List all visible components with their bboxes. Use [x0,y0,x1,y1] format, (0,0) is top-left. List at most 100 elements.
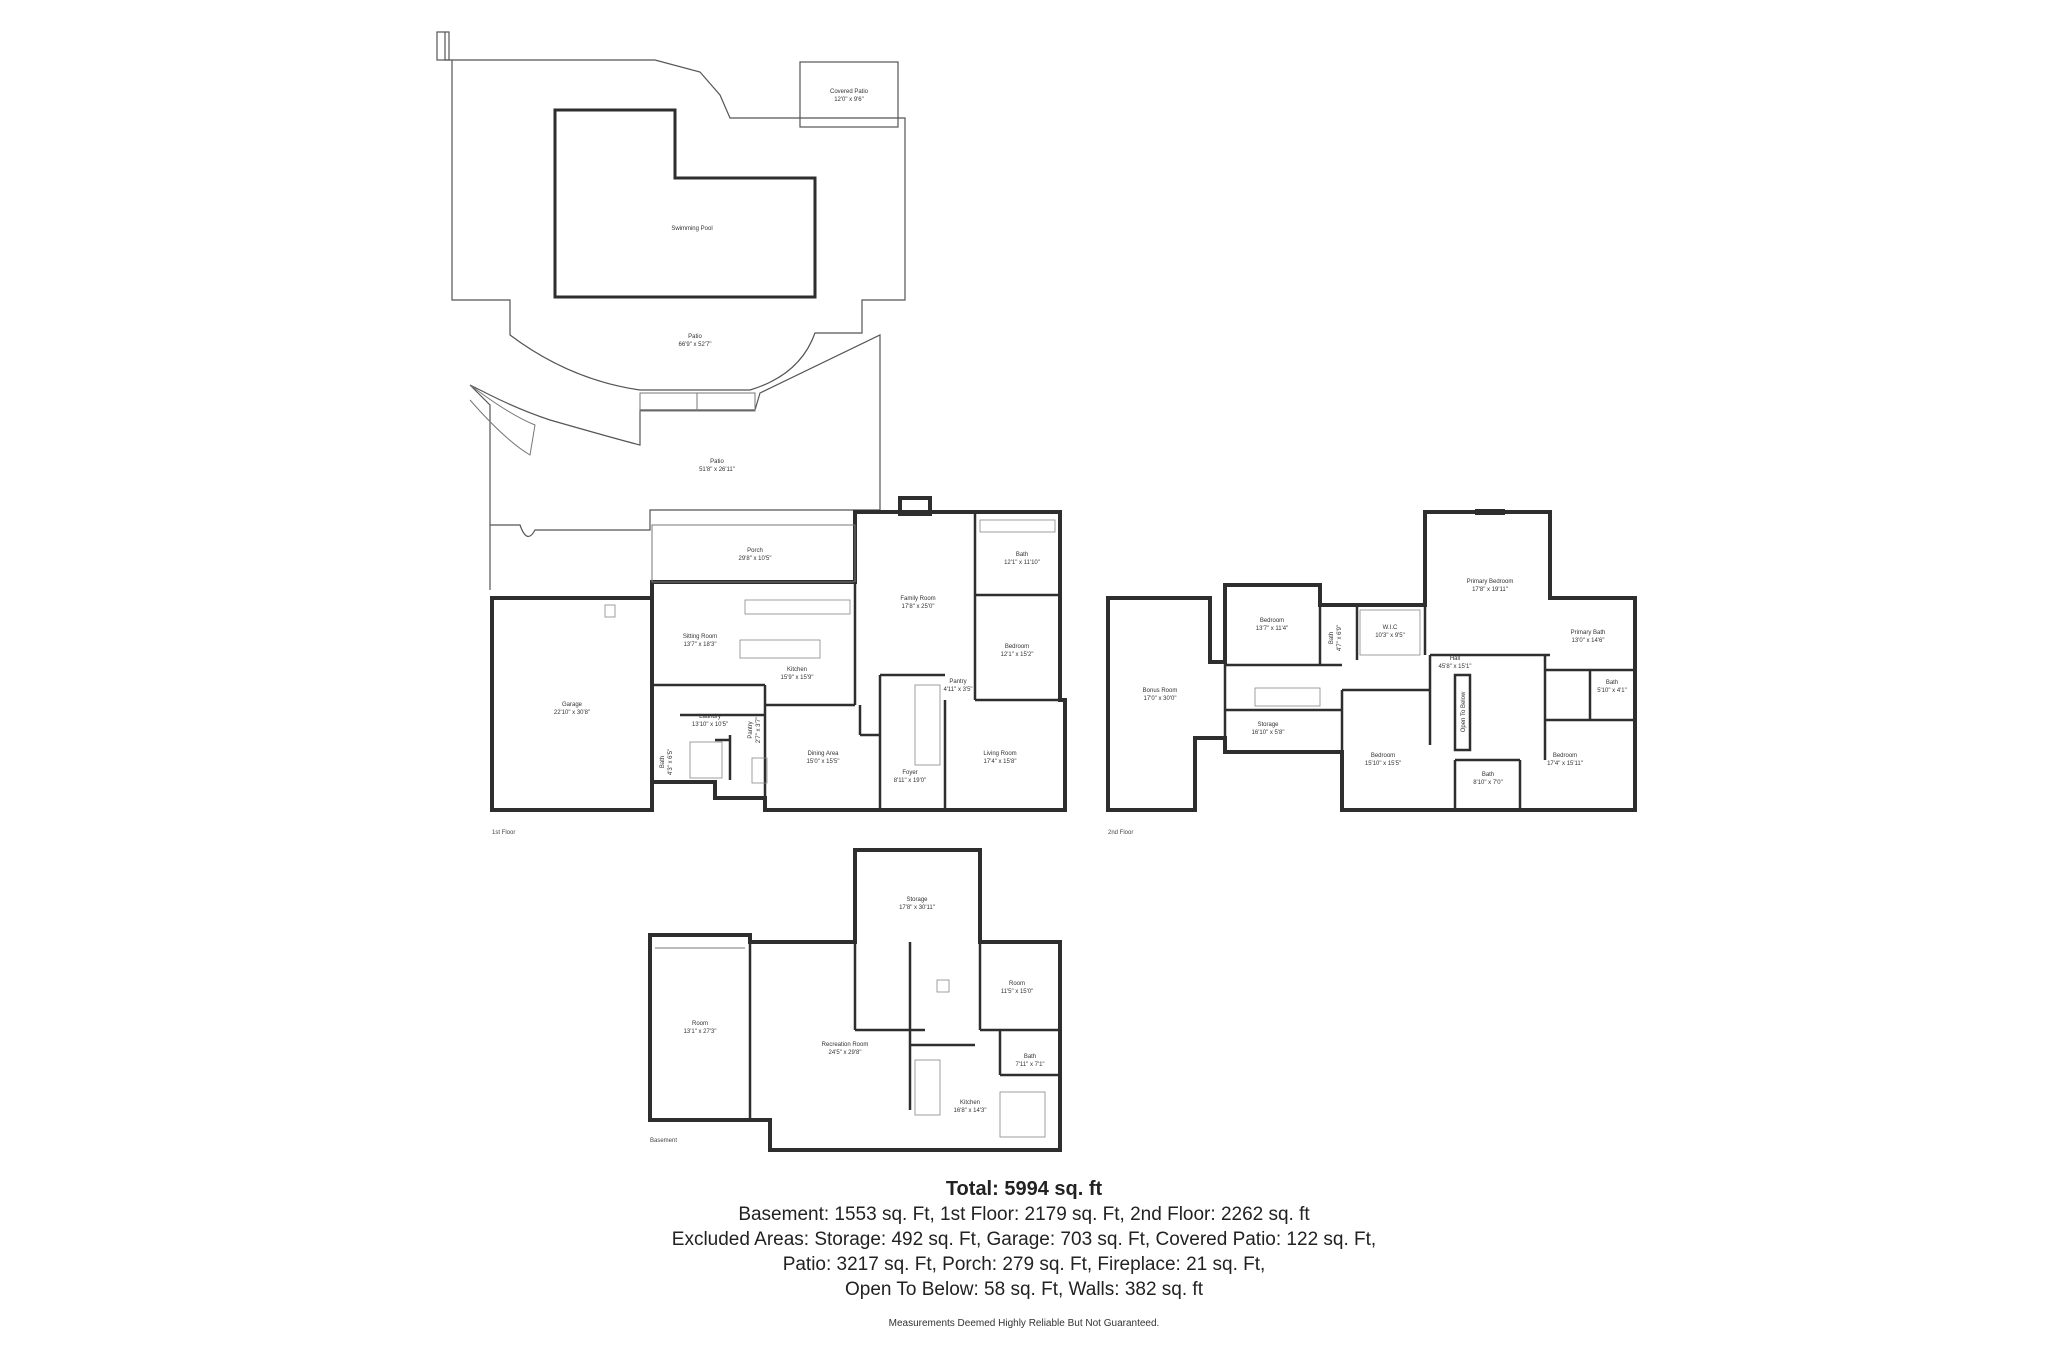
svg-text:Bonus Room: Bonus Room [1143,688,1178,694]
svg-text:15'0" x 15'5": 15'0" x 15'5" [807,759,840,765]
kitchen-island [739,639,821,659]
room-dim-sitting-room: 13'7" x 18'3" [684,642,717,648]
svg-text:45'8" x 15'1": 45'8" x 15'1" [1439,664,1472,670]
room-dim-pantry-2: 2'7" x 3'7" [756,717,762,743]
svg-text:13'7" x 11'4": 13'7" x 11'4" [1256,626,1288,632]
svg-text:17'8" x 30'11": 17'8" x 30'11" [899,905,935,911]
room-dim-foyer: 8'11" x 19'0" [894,778,926,784]
svg-text:Bedroom: Bedroom [1553,753,1577,759]
room-dim-family-room: 17'8" x 25'0" [902,604,935,610]
svg-text:Pantry: Pantry [949,679,966,685]
svg-text:12'1" x 15'2": 12'1" x 15'2" [1001,652,1034,658]
walkway [469,384,536,456]
svg-text:Swimming Pool: Swimming Pool [671,226,712,232]
floor-label-2nd: 2nd Floor [1108,830,1133,836]
svg-text:51'8" x 26'11": 51'8" x 26'11" [699,467,735,473]
bath-fixture [979,519,1056,533]
basement-stair [914,1059,941,1116]
disclaimer: Measurements Deemed Highly Reliable But … [888,1318,1160,1329]
room-dim-patio-upper: 66'9" x 52'7" [679,342,712,348]
fireplace-hearth [751,757,768,784]
svg-text:Pantry: Pantry [748,721,754,738]
area-summary: Total: 5994 sq. ft Basement: 1553 sq. Ft… [0,1176,2048,1329]
svg-text:16'10" x 5'8": 16'10" x 5'8" [1252,730,1285,736]
svg-text:Bath: Bath [1016,552,1028,558]
room-name-bath-2c: Bath [1482,772,1494,778]
room-dim-room-b1: 13'1" x 27'3" [684,1029,717,1035]
total-area: Total: 5994 sq. ft [945,1178,1103,1200]
svg-text:Patio: Patio [710,459,724,465]
room-dim-wic: 10'3" x 9'5" [1375,633,1405,639]
svg-text:13'10" x 10'5": 13'10" x 10'5" [692,722,728,728]
room-dim-laundry: 13'10" x 10'5" [692,722,728,728]
svg-text:13'7" x 18'3": 13'7" x 18'3" [684,642,717,648]
svg-text:2'7" x 3'7": 2'7" x 3'7" [756,717,762,743]
svg-text:17'8" x 25'0": 17'8" x 25'0" [902,604,935,610]
svg-text:Room: Room [692,1021,708,1027]
room-name-primary-bedroom: Primary Bedroom [1467,579,1514,585]
svg-text:10'3" x 9'5": 10'3" x 9'5" [1375,633,1405,639]
room-dim-bedroom-1f: 12'1" x 15'2" [1001,652,1034,658]
room-name-pantry-2: Pantry [748,721,754,738]
svg-text:17'4" x 15'11": 17'4" x 15'11" [1547,761,1583,767]
room-dim-recreation-room: 24'5" x 29'8" [829,1050,862,1056]
svg-text:Primary Bedroom: Primary Bedroom [1467,579,1514,585]
svg-text:29'8" x 10'5": 29'8" x 10'5" [739,556,772,562]
room-dim-porch: 29'8" x 10'5" [739,556,772,562]
svg-text:11'5" x 15'0": 11'5" x 15'0" [1001,989,1033,995]
svg-text:Dining Area: Dining Area [807,751,839,757]
room-name-kitchen-1f: Kitchen [787,667,807,673]
room-dim-kitchen-1f: 15'9" x 15'9" [781,675,814,681]
svg-text:7'11" x 7'1": 7'11" x 7'1" [1015,1062,1044,1068]
svg-text:Bedroom: Bedroom [1260,618,1284,624]
svg-text:Porch: Porch [747,548,763,554]
outdoor-area [436,31,906,590]
svg-text:Kitchen: Kitchen [787,667,807,673]
svg-text:Bath: Bath [1606,680,1618,686]
room-name-garage: Garage [562,702,583,708]
svg-text:Primary Bath: Primary Bath [1571,630,1606,636]
room-dim-garage: 22'10" x 30'8" [554,710,590,716]
room-dim-bath-basement: 7'11" x 7'1" [1015,1062,1044,1068]
room-dim-storage-2f: 16'10" x 5'8" [1252,730,1285,736]
garage-fixture [604,604,616,618]
room-name-bonus-room: Bonus Room [1143,688,1178,694]
room-name-living-room: Living Room [983,751,1016,757]
fireplace [898,496,932,516]
svg-text:Storage: Storage [1257,722,1279,728]
room-name-bath-1f: Bath [1016,552,1028,558]
room-name-bedroom-1f: Bedroom [1005,644,1029,650]
stair-2f [1254,687,1321,707]
svg-text:Kitchen: Kitchen [960,1100,980,1106]
room-name-primary-bath: Primary Bath [1571,630,1606,636]
room-dim-storage-basement: 17'8" x 30'11" [899,905,935,911]
svg-text:12'0" x 9'6": 12'0" x 9'6" [834,97,864,103]
svg-text:16'8" x 14'3": 16'8" x 14'3" [954,1108,987,1114]
svg-text:Sitting Room: Sitting Room [683,634,717,640]
svg-text:Basement: Basement [650,1138,677,1144]
room-name-swimming-pool: Swimming Pool [671,226,712,232]
basement-fixture [936,979,950,993]
svg-text:Bedroom: Bedroom [1371,753,1395,759]
room-dim-covered-patio: 12'0" x 9'6" [834,97,864,103]
svg-text:1st Floor: 1st Floor [492,830,515,836]
svg-text:12'1" x 11'10": 12'1" x 11'10" [1004,560,1040,566]
porch-outline [651,524,856,583]
svg-text:Hall: Hall [1450,656,1460,662]
svg-text:4'7" x 6'9": 4'7" x 6'9" [1337,625,1343,651]
stair-1f [914,684,941,766]
floor-label-basement: Basement [650,1138,677,1144]
room-name-wic: W.I.C [1383,625,1398,631]
svg-text:Patio: Patio [688,334,702,340]
svg-text:Bath: Bath [1482,772,1494,778]
room-name-bedroom-2b: Bedroom [1371,753,1395,759]
room-name-foyer: Foyer [902,770,917,776]
svg-text:Bath: Bath [660,756,666,768]
room-dim-bath-2c: 8'10" x 7'0" [1473,780,1503,786]
second-floor [1106,509,1637,812]
svg-text:Garage: Garage [562,702,583,708]
room-name-kitchen-basement: Kitchen [960,1100,980,1106]
svg-text:4'11" x 3'5": 4'11" x 3'5" [943,687,972,693]
svg-text:Room: Room [1009,981,1025,987]
room-name-bedroom-2a: Bedroom [1260,618,1284,624]
